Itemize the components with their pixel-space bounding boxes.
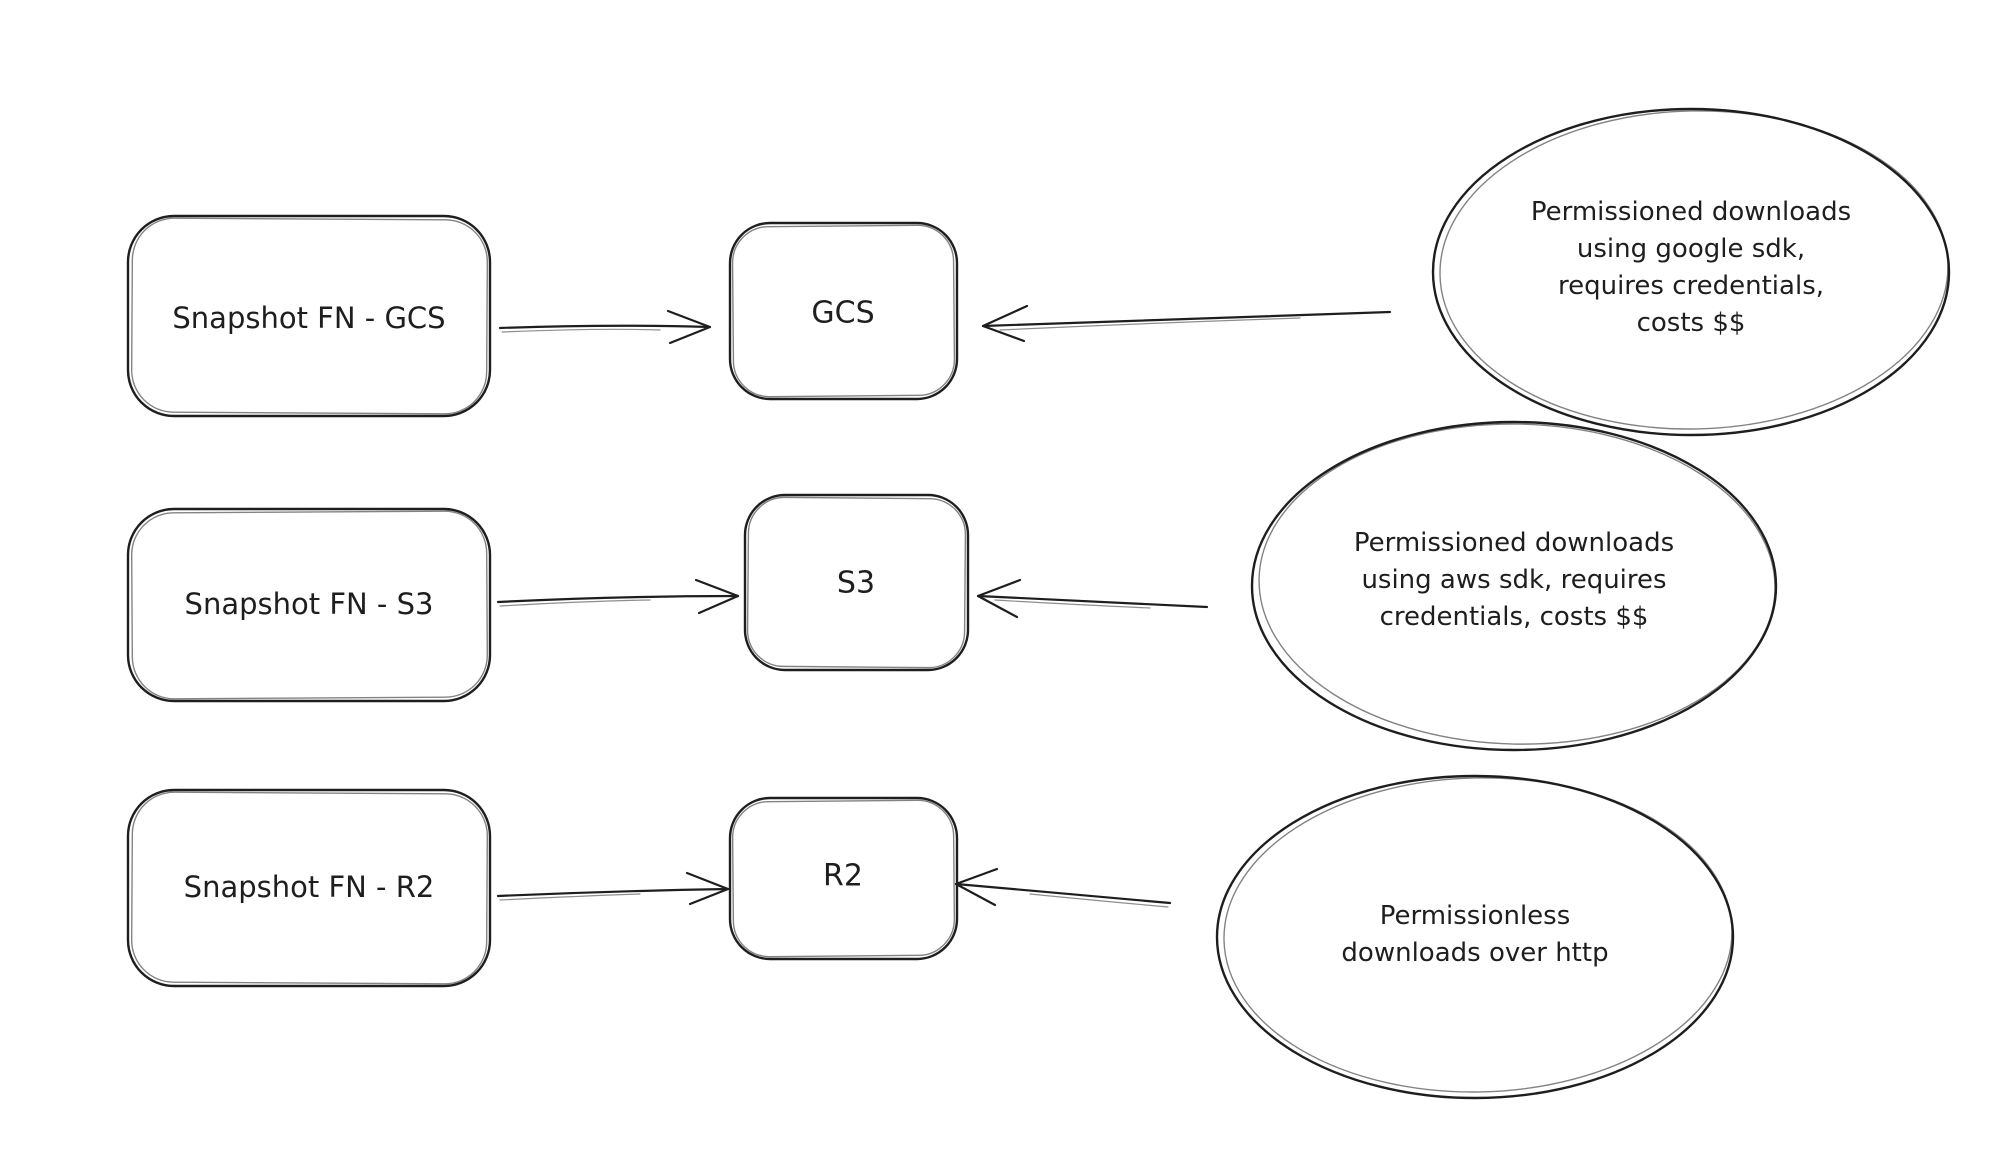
- note-s3[interactable]: Permissioned downloads using aws sdk, re…: [1250, 419, 1778, 752]
- arrow-snapshot-r2-to-r2-head: [685, 871, 730, 906]
- node-snapshot-fn-r2-shape: [126, 788, 492, 988]
- node-snapshot-fn-r2-label: Snapshot FN - R2: [184, 870, 435, 904]
- node-r2-label: R2: [823, 859, 863, 894]
- arrow-snapshot-s3-to-s3-overdraw: [499, 599, 651, 607]
- node-r2-sketch-overdraw: [731, 799, 956, 958]
- node-snapshot-fn-s3[interactable]: Snapshot FN - S3: [126, 507, 492, 703]
- node-s3[interactable]: S3: [743, 493, 970, 672]
- note-s3-shape: [1250, 420, 1778, 752]
- node-s3-label: S3: [837, 566, 875, 601]
- node-snapshot-fn-s3-label: Snapshot FN - S3: [185, 587, 434, 621]
- node-snapshot-fn-r2-sketch-overdraw: [130, 791, 489, 985]
- node-snapshot-fn-gcs-sketch-overdraw: [130, 217, 489, 415]
- node-s3-shape: [743, 493, 970, 672]
- arrow-note-s3-to-s3-overdraw: [994, 599, 1151, 609]
- node-snapshot-fn-r2[interactable]: Snapshot FN - R2: [126, 788, 492, 988]
- arrow-note-r2-to-r2-overdraw: [1029, 893, 1169, 908]
- node-s3-sketch-overdraw: [746, 496, 967, 669]
- node-snapshot-fn-gcs-label: Snapshot FN - GCS: [172, 301, 445, 335]
- note-r2-sketch-overdraw: [1223, 777, 1733, 1093]
- node-gcs-label: GCS: [811, 296, 874, 331]
- arrow-note-s3-to-s3[interactable]: [976, 578, 1209, 619]
- arrow-note-r2-to-r2-shaft: [954, 882, 1172, 905]
- arrow-note-gcs-to-gcs-overdraw: [999, 317, 1301, 331]
- node-r2-shape: [728, 796, 959, 961]
- arrow-snapshot-r2-to-r2-shaft: [496, 887, 730, 898]
- arrow-note-r2-to-r2-head: [954, 867, 999, 907]
- arrow-note-gcs-to-gcs[interactable]: [981, 304, 1392, 343]
- note-r2-shape: [1215, 774, 1735, 1100]
- arrow-snapshot-gcs-to-gcs[interactable]: [498, 309, 712, 345]
- note-r2-line-1: Permissionless: [1380, 901, 1571, 931]
- arrow-note-s3-to-s3-shaft: [976, 594, 1209, 609]
- note-gcs-line-4: costs $$: [1637, 308, 1746, 338]
- node-r2[interactable]: R2: [728, 796, 959, 961]
- note-gcs-line-2: using google sdk,: [1577, 234, 1805, 264]
- arrow-snapshot-gcs-to-gcs-head: [666, 309, 712, 345]
- note-gcs-line-3: requires credentials,: [1558, 271, 1824, 301]
- arrow-snapshot-s3-to-s3[interactable]: [496, 578, 740, 615]
- node-snapshot-fn-gcs-shape: [126, 214, 492, 418]
- note-r2[interactable]: Permissionless downloads over http: [1215, 773, 1735, 1100]
- note-r2-line-2: downloads over http: [1341, 938, 1608, 968]
- arrow-note-gcs-to-gcs-head: [981, 304, 1029, 343]
- arrow-note-r2-to-r2[interactable]: [954, 867, 1172, 908]
- node-gcs-sketch-overdraw: [731, 224, 956, 398]
- node-snapshot-fn-s3-sketch-overdraw: [130, 510, 489, 700]
- note-s3-sketch-overdraw: [1258, 423, 1776, 745]
- note-s3-line-3: credentials, costs $$: [1380, 602, 1649, 632]
- arrow-note-s3-to-s3-head: [976, 578, 1022, 619]
- note-gcs-shape: [1431, 107, 1951, 437]
- arrow-snapshot-r2-to-r2[interactable]: [496, 871, 730, 906]
- arrow-snapshot-gcs-to-gcs-shaft: [498, 324, 712, 330]
- node-gcs[interactable]: GCS: [728, 221, 959, 401]
- arrow-snapshot-gcs-to-gcs-overdraw: [501, 328, 661, 333]
- note-s3-line-2: using aws sdk, requires: [1361, 565, 1666, 595]
- note-gcs-line-1: Permissioned downloads: [1531, 197, 1851, 227]
- arrow-snapshot-s3-to-s3-shaft: [496, 594, 740, 604]
- arrow-snapshot-r2-to-r2-overdraw: [499, 893, 641, 901]
- node-gcs-shape: [728, 221, 959, 401]
- note-gcs-sketch-overdraw: [1439, 110, 1949, 430]
- arrow-note-gcs-to-gcs-shaft: [981, 310, 1392, 328]
- node-snapshot-fn-gcs[interactable]: Snapshot FN - GCS: [126, 214, 492, 418]
- note-gcs[interactable]: Permissioned downloads using google sdk,…: [1431, 106, 1951, 437]
- node-snapshot-fn-s3-shape: [126, 507, 492, 703]
- note-s3-line-1: Permissioned downloads: [1354, 528, 1674, 558]
- arrow-snapshot-s3-to-s3-head: [694, 578, 740, 615]
